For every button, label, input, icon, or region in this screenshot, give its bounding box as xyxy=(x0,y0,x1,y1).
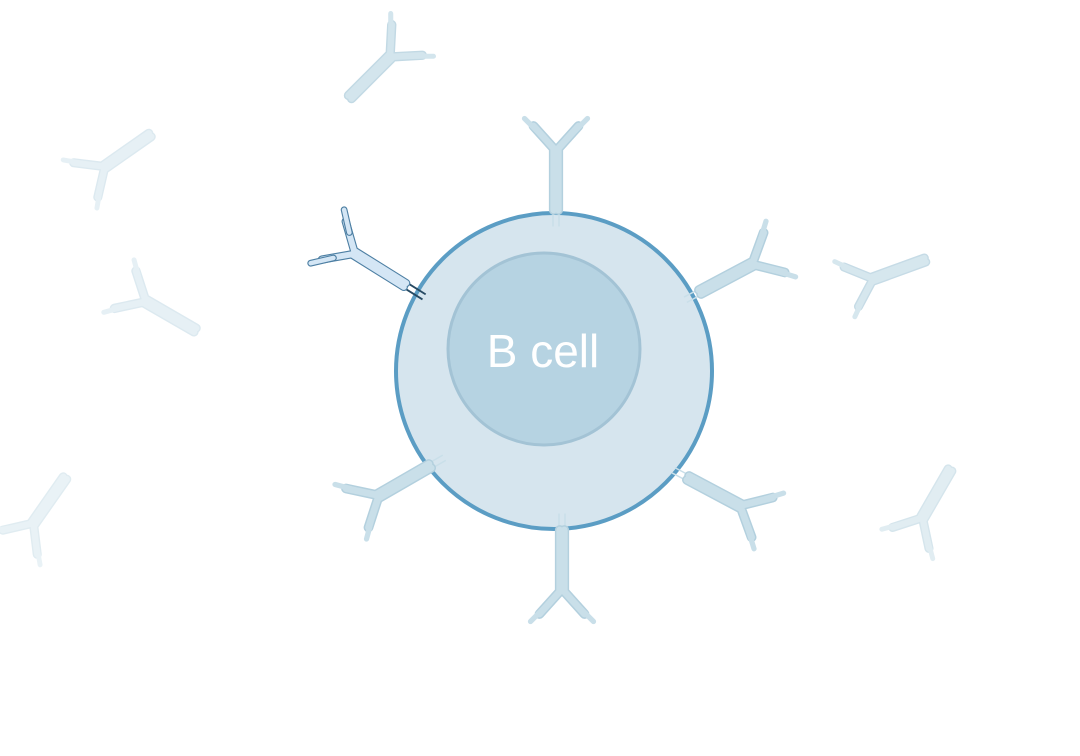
free-antibody xyxy=(0,461,89,565)
free-antibody xyxy=(104,260,210,356)
free-antibody xyxy=(63,111,167,208)
free-antibody xyxy=(329,14,434,119)
cell-label: B cell xyxy=(487,325,599,377)
membrane-antibody xyxy=(525,119,588,227)
free-antibody xyxy=(882,455,976,558)
free-antibody xyxy=(835,232,935,316)
nucleus xyxy=(446,251,642,447)
